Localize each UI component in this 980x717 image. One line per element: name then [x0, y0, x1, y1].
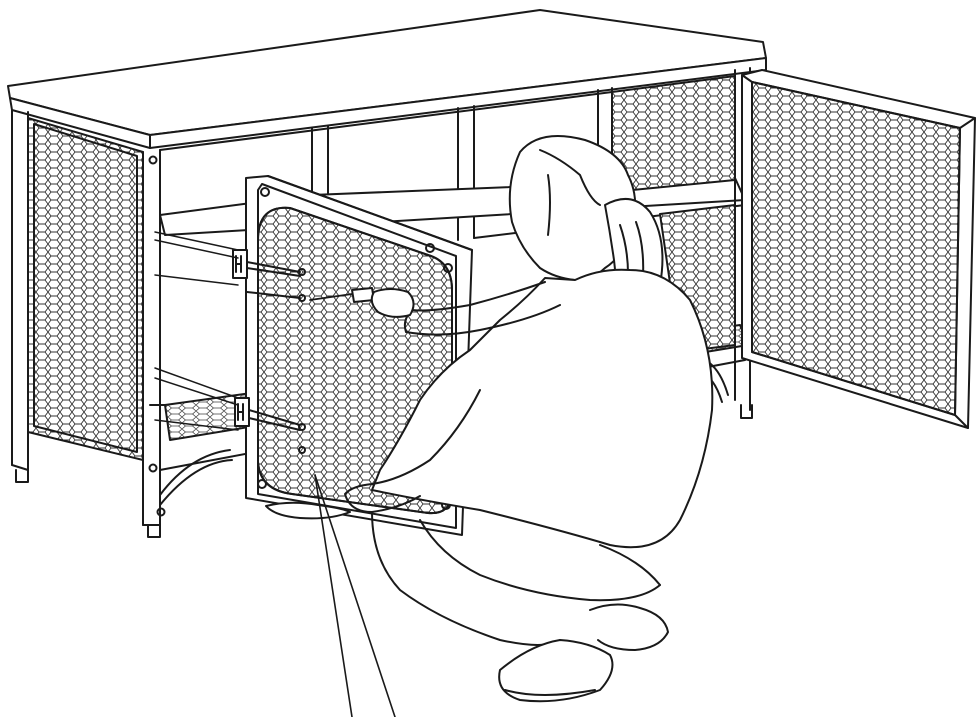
left-side-mesh-panel	[28, 118, 143, 460]
right-open-door	[742, 70, 975, 428]
